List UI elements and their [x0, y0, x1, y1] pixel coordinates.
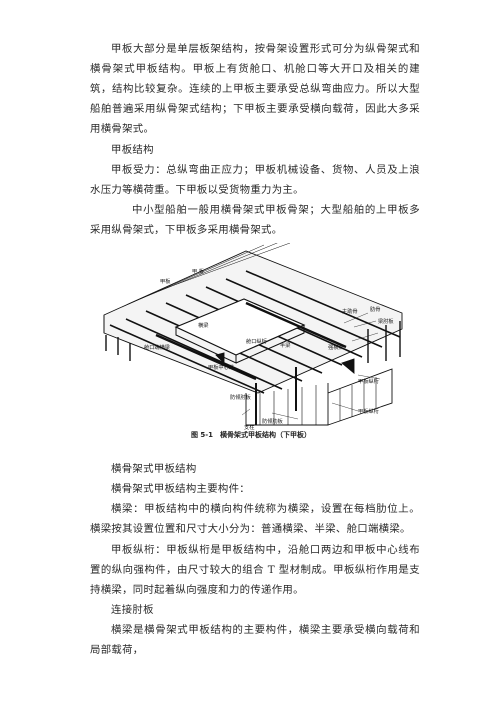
- deck-structure-diagram: 甲板 甲 板 横梁 主助骨 肋骨 梁肘板 舱口端横梁 舱口纵桁 甲板中心线 半梁…: [103, 243, 403, 431]
- label-hatch-girder: 舱口纵桁: [246, 337, 267, 345]
- paragraph-beams: 横梁：甲板结构中的横向构件统称为横梁，设置在每档肋位上。横梁按其设置位置和尺寸大…: [90, 503, 420, 535]
- deck-structure-figure: 甲板 甲 板 横梁 主助骨 肋骨 梁肘板 舱口端横梁 舱口纵桁 甲板中心线 半梁…: [96, 243, 406, 443]
- label-deck-longitudinal: 甲板纵桁: [358, 377, 379, 385]
- paragraph-heading-deck-structure: 甲板结构: [111, 144, 154, 156]
- paragraph-deck-loads: 甲板受力：总纵弯曲正应力；甲板机械设备、货物、人员及上浪水压力等横荷重。下甲板以…: [90, 164, 420, 196]
- paragraph-deck-girders: 甲板纵桁：甲板纵桁是甲板结构中，沿舱口两边和甲板中心线布置的纵向强构件，由尺寸较…: [90, 544, 420, 596]
- paragraph-beam-loads: 横梁是横骨架式甲板结构的主要构件，横梁主要承受横向载荷和局部载荷，: [90, 624, 420, 656]
- label-strong-beam: 强横梁: [328, 343, 344, 351]
- label-bulkhead-stiffener: 防倾肘板: [230, 393, 252, 401]
- paragraph-main-members: 横骨架式甲板结构主要构件：: [111, 483, 250, 495]
- label-hatch-end-beam: 舱口端横梁: [144, 343, 170, 351]
- paragraph-intro: 甲板大部分是单层板架结构，按骨架设置形式可分为纵骨架式和横骨架式甲板结构。甲板上…: [90, 43, 420, 135]
- label-beam: 横梁: [198, 321, 208, 329]
- label-half-beam: 半梁: [280, 341, 290, 349]
- label-deck-2: 甲 板: [192, 267, 205, 275]
- figure-caption: 图 5-1 横骨架式甲板结构（下甲板）: [190, 431, 312, 439]
- paragraph-bracket-heading: 连接肘板: [111, 604, 154, 616]
- label-anti-tilt-bracket: 防倾肋板: [262, 417, 284, 425]
- label-beam-knee: 梁肘板: [378, 317, 394, 325]
- label-bracket-rib: 肋骨: [370, 305, 380, 313]
- label-centerline: 甲板中心线: [208, 363, 234, 371]
- label-deck-girder: 甲板纵桁: [358, 407, 379, 415]
- paragraph-transverse-heading: 横骨架式甲板结构: [111, 463, 197, 475]
- label-anti-beam: 主助骨: [342, 307, 358, 315]
- paragraph-deck-framing: 中小型船舶一般用横骨架式甲板骨架；大型船舶的上甲板多采用纵骨架式，下甲板多采用横…: [90, 204, 420, 236]
- label-pillar: 支柱: [244, 423, 254, 431]
- label-deck: 甲板: [160, 277, 171, 285]
